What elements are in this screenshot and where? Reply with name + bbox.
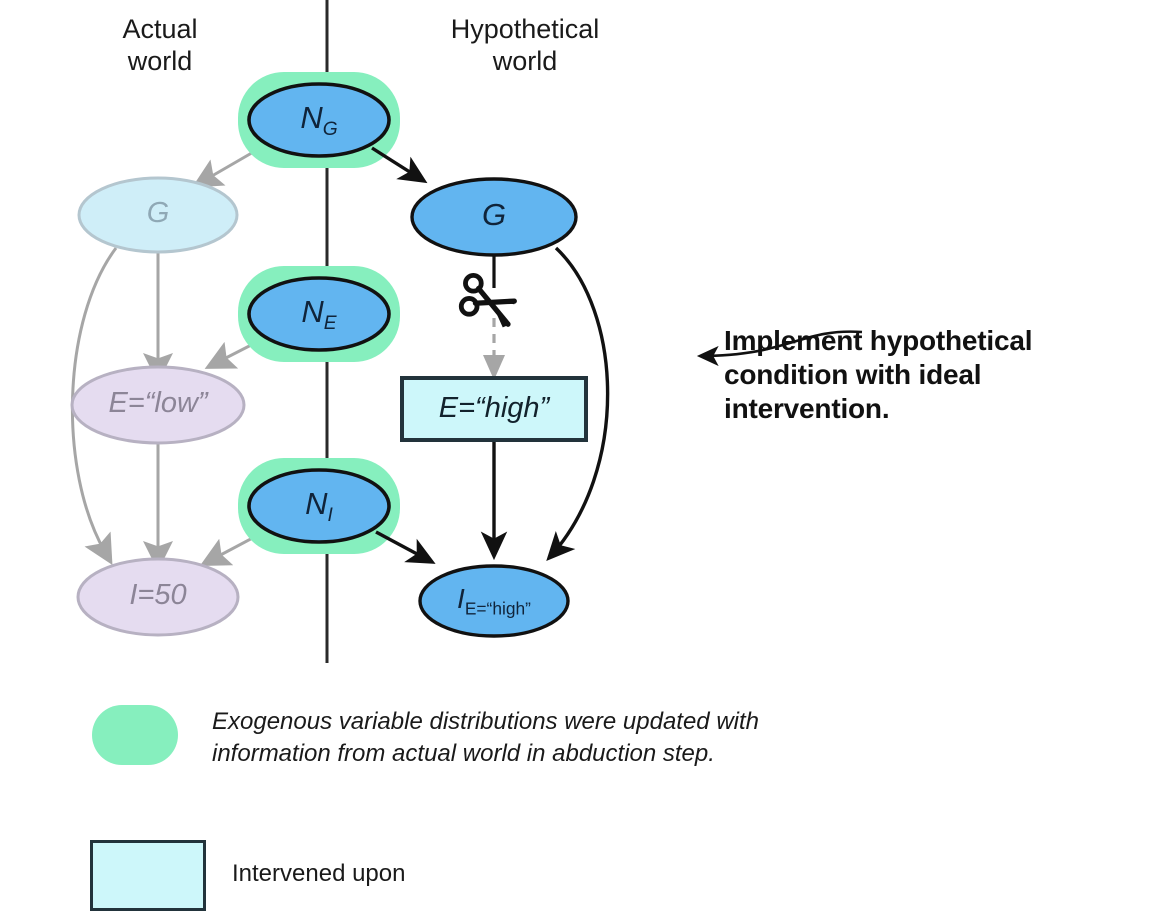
node-i-50 — [76, 557, 240, 637]
node-g-actual — [77, 176, 239, 254]
node-n-g — [247, 82, 391, 158]
node-n-e — [247, 276, 391, 352]
annotation-callout-line — [696, 330, 863, 367]
column-header-hypothetical-line1: Hypothetical — [450, 14, 600, 44]
legend-text-exogenous: Exogenous variable distributions were up… — [212, 706, 932, 769]
edge-ni-to-ihigh — [375, 530, 436, 564]
column-header-actual-line2: world — [127, 45, 193, 76]
edge-g-to-ihigh — [546, 246, 610, 562]
column-header-actual-line1: Actual — [122, 14, 198, 44]
annotation-implement-intervention: Implement hypothetical condition with id… — [724, 324, 1144, 426]
column-header-hypothetical-line2: world — [492, 45, 558, 76]
node-n-i — [247, 468, 391, 544]
scissors-icon — [458, 272, 517, 328]
edge-ng-to-g-hyp — [371, 146, 428, 184]
annotation-line-3: intervention. — [724, 393, 890, 425]
legend-text-exogenous-line1: Exogenous variable distributions were up… — [212, 708, 759, 735]
node-i-high — [418, 564, 570, 638]
legend-swatch-cyan-square — [90, 840, 206, 911]
node-e-high-box — [400, 376, 588, 442]
column-header-hypothetical: Hypothetical world — [390, 14, 660, 78]
annotation-line-2: condition with ideal — [724, 359, 982, 391]
column-header-actual: Actual world — [50, 14, 270, 78]
annotation-line-1: Implement hypothetical — [724, 325, 1033, 356]
node-e-low — [70, 365, 246, 445]
legend-text-exogenous-line2: information from actual world in abducti… — [212, 739, 715, 767]
node-g-hyp — [410, 177, 578, 257]
legend-text-intervened: Intervened upon — [232, 860, 406, 887]
edge-g-to-ehigh-arrowhead — [483, 355, 505, 380]
legend-swatch-green-blob — [92, 705, 178, 765]
